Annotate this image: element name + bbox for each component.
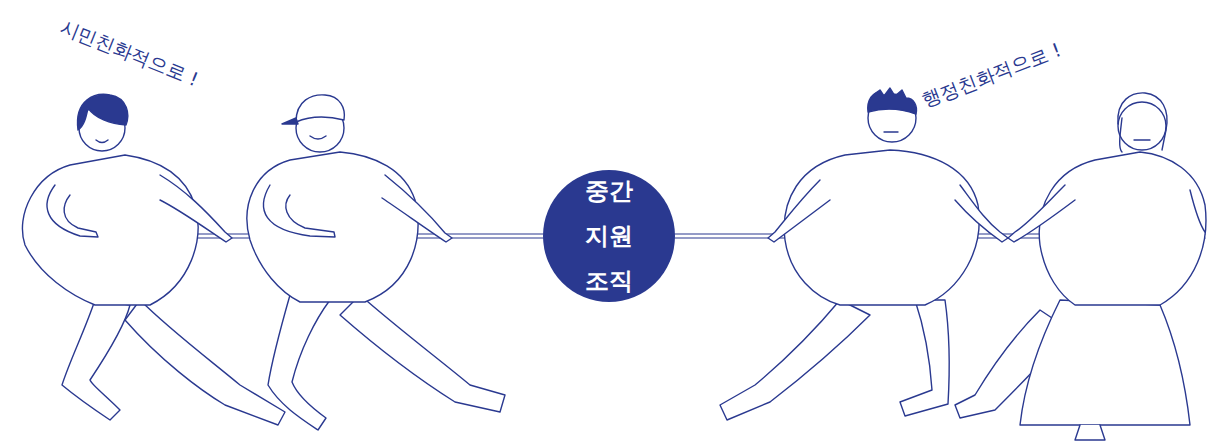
person-figure [22, 94, 285, 425]
center-circle: 중간 지원 조직 [543, 170, 675, 302]
person-figure [720, 88, 1008, 420]
person-figure [955, 93, 1206, 440]
shout-label: 시민친화적으로 ! [56, 14, 202, 93]
shout-label: 행정친화적으로 ! [919, 37, 1065, 114]
person-figure [247, 95, 505, 430]
node-label: 중간 지원 조직 [579, 169, 639, 304]
